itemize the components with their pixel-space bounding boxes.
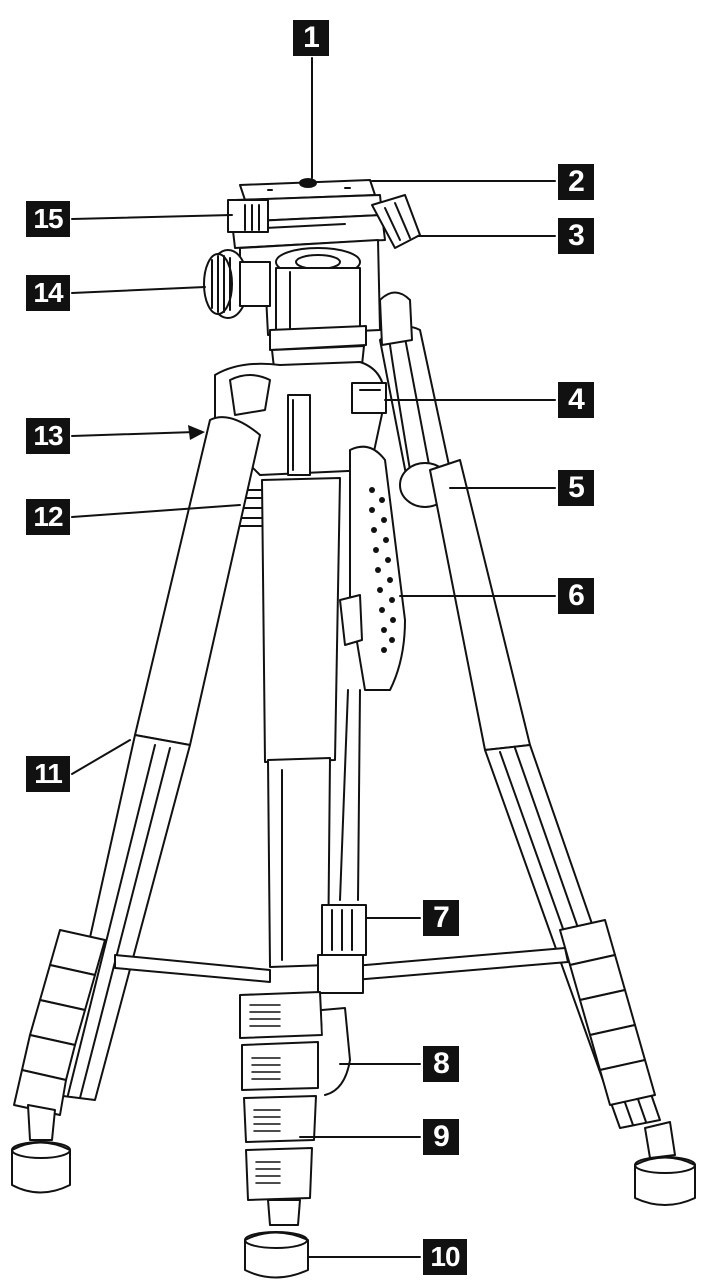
callout-2: 2 <box>558 164 594 200</box>
grip <box>339 445 406 901</box>
callout-1: 1 <box>293 20 329 56</box>
callout-10: 10 <box>423 1239 467 1275</box>
monopod-section <box>239 991 351 1279</box>
callout-9: 9 <box>423 1119 459 1155</box>
left-leg <box>11 416 261 1194</box>
callout-11: 11 <box>26 756 70 792</box>
center-column <box>261 477 341 968</box>
callout-15: 15 <box>26 201 70 237</box>
callout-6: 6 <box>558 578 594 614</box>
callout-3: 3 <box>558 218 594 254</box>
leg-spreader <box>114 904 569 994</box>
callout-14: 14 <box>26 275 70 311</box>
right-leg <box>429 459 696 1206</box>
callout-13: 13 <box>26 418 70 454</box>
callout-7: 7 <box>423 900 459 936</box>
callout-12: 12 <box>26 499 70 535</box>
callout-5: 5 <box>558 470 594 506</box>
pan-head <box>203 178 421 369</box>
callout-4: 4 <box>558 382 594 418</box>
callout-8: 8 <box>423 1046 459 1082</box>
leader-lines <box>71 57 556 1258</box>
